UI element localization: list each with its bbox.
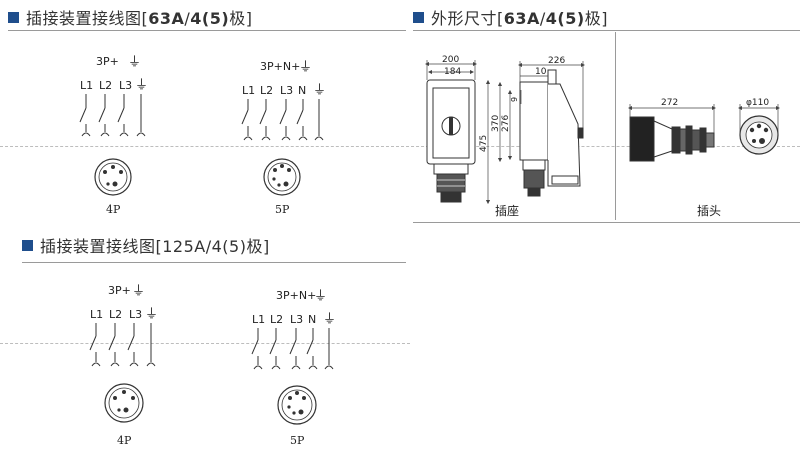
plug-caption: 插头 — [697, 204, 721, 218]
dimension-value: 272 — [661, 98, 678, 108]
earth-icon: ⏚ — [323, 312, 336, 327]
earth-icon: ⏚ — [314, 289, 327, 304]
terminal-label-l1: L1 — [242, 84, 255, 97]
switch-contacts — [241, 99, 324, 141]
dimension-value: 184 — [444, 67, 461, 77]
terminal-label-l2: L2 — [260, 84, 273, 97]
switch-contacts — [79, 94, 146, 137]
dimension-value: 370 — [491, 115, 501, 132]
panel-bottom-line — [413, 222, 800, 223]
switch-contacts — [89, 323, 156, 367]
guide-line — [0, 146, 800, 147]
plug-side-view — [629, 116, 715, 162]
pole-caption: 4P — [106, 203, 121, 216]
dimension-value: 276 — [501, 115, 511, 132]
terminal-label-l3: L3 — [280, 84, 293, 97]
earth-icon: ⏚ — [299, 60, 312, 75]
dimension-value: φ110 — [746, 98, 769, 108]
earth-icon: ⏚ — [145, 307, 158, 322]
dimension-value: 10 — [535, 67, 547, 77]
dimension-lines — [627, 104, 781, 135]
terminal-label-l2: L2 — [270, 313, 283, 326]
terminal-label-n: N — [298, 84, 306, 97]
bullet-square-icon — [413, 11, 424, 23]
section-divider — [413, 30, 800, 31]
terminal-label-l3: L3 — [129, 308, 142, 321]
earth-icon: ⏚ — [313, 83, 326, 98]
section-title: 外形尺寸[63A/4(5)极] — [431, 9, 608, 28]
system-label: 3P+N+ — [260, 60, 300, 73]
socket-face-4p — [104, 383, 144, 423]
socket-face-4p — [94, 158, 132, 196]
section-header-wiring-125a: 插接装置接线图[125A/4(5)极] — [22, 234, 270, 256]
plug-face-view — [739, 115, 779, 155]
earth-icon: ⏚ — [135, 78, 148, 93]
terminal-label-l1: L1 — [252, 313, 265, 326]
wiring-4p-125a: 3P+ ⏚ L1 L2 L3 ⏚ 4P — [89, 284, 158, 447]
dimension-value: 226 — [548, 56, 565, 66]
earth-icon: ⏚ — [132, 284, 145, 299]
system-label: 3P+ — [108, 284, 131, 297]
section-title: 插接装置接线图[125A/4(5)极] — [40, 237, 270, 256]
earth-icon: ⏚ — [128, 55, 141, 70]
dimension-value: 9 — [510, 97, 519, 102]
socket-caption: 插座 — [495, 203, 519, 218]
dimension-lines — [424, 60, 586, 205]
wiring-5p-125a: 3P+N+ ⏚ L1 L2 L3 N ⏚ 5P — [251, 289, 336, 447]
pole-caption: 5P — [290, 434, 305, 447]
guide-line — [0, 343, 410, 344]
terminal-label-l1: L1 — [80, 79, 93, 92]
dimension-value: 475 — [479, 135, 489, 152]
section-title: 插接装置接线图[63A/4(5)极] — [26, 9, 253, 28]
terminal-label-l2: L2 — [109, 308, 122, 321]
socket-front-view — [426, 79, 476, 203]
dimension-value: 200 — [442, 55, 459, 65]
plug-dimension-drawing: 272 φ110 插头 — [627, 98, 781, 218]
socket-dimension-drawing: 200 184 226 10 9 370 276 475 插座 — [424, 55, 586, 218]
socket-side-view — [519, 69, 584, 197]
terminal-label-l1: L1 — [90, 308, 103, 321]
section-divider — [8, 30, 406, 31]
section-header-dimensions: 外形尺寸[63A/4(5)极] — [413, 6, 608, 28]
bullet-square-icon — [22, 239, 33, 251]
terminal-label-l3: L3 — [119, 79, 132, 92]
section-header-wiring-63a: 插接装置接线图[63A/4(5)极] — [8, 6, 252, 28]
pole-caption: 4P — [117, 434, 132, 447]
wiring-4p-63a: 3P+ ⏚ L1 L2 L3 ⏚ 4P — [79, 55, 148, 216]
switch-contacts — [251, 328, 334, 370]
socket-face-5p — [277, 385, 317, 425]
panel-separator — [615, 32, 616, 220]
system-label: 3P+N+ — [276, 289, 316, 302]
terminal-label-l3: L3 — [290, 313, 303, 326]
rotary-switch-icon — [441, 116, 461, 136]
system-label: 3P+ — [96, 55, 119, 68]
pole-caption: 5P — [275, 203, 290, 216]
bullet-square-icon — [8, 11, 19, 23]
terminal-label-n: N — [308, 313, 316, 326]
wiring-5p-63a: 3P+N+ ⏚ L1 L2 L3 N ⏚ 5P — [241, 60, 326, 216]
section-divider — [22, 262, 406, 263]
terminal-label-l2: L2 — [99, 79, 112, 92]
socket-face-5p — [263, 158, 301, 196]
